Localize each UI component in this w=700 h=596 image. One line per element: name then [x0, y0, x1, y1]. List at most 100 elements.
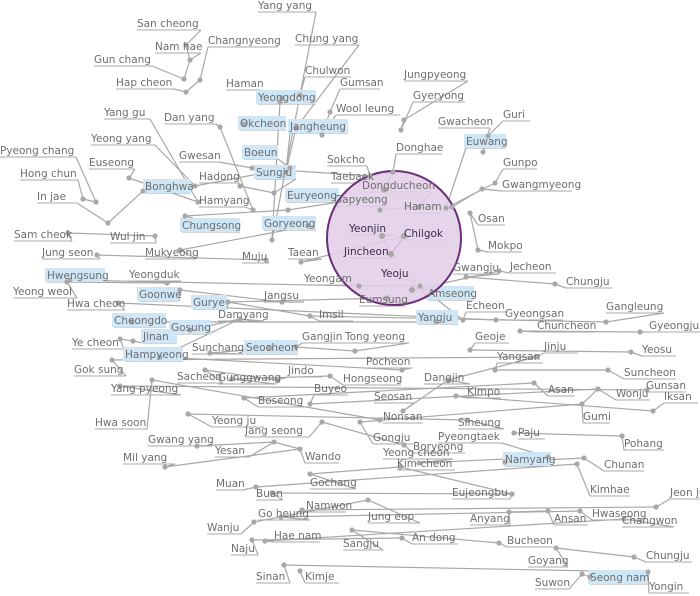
node-label-asan[interactable]: Asan: [548, 384, 574, 396]
node-label-jinju[interactable]: Jinju: [543, 341, 566, 353]
node-label-hwa-cheon[interactable]: Hwa cheon: [67, 298, 125, 310]
node-label-gyeryong[interactable]: Gyeryong: [413, 90, 464, 102]
node-dot-yeong-ju[interactable]: [185, 411, 191, 417]
node-label-chulwon[interactable]: Chulwon: [305, 65, 350, 77]
node-label-dangjin[interactable]: Dangjin: [424, 372, 464, 384]
node-label-taebaek[interactable]: Taebaek: [330, 171, 375, 183]
node-label-guri[interactable]: Guri: [503, 109, 525, 121]
node-label-yeongdong[interactable]: Yeongdong: [257, 92, 316, 104]
node-label-suncheon[interactable]: Suncheon: [624, 367, 676, 379]
node-dot-guri[interactable]: [485, 133, 491, 139]
node-label-gwesan[interactable]: Gwesan: [179, 150, 221, 162]
node-label-boseong[interactable]: Boseong: [258, 395, 303, 407]
node-dot-sacheon[interactable]: [202, 367, 208, 373]
node-dot-seong-nam[interactable]: [587, 574, 593, 580]
node-label-jecheon[interactable]: Jecheon: [509, 261, 552, 273]
node-label-namwon[interactable]: Namwon: [306, 500, 352, 512]
node-label-hwengsung[interactable]: Hwengsung: [47, 270, 109, 282]
node-label-hap-cheon[interactable]: Hap cheon: [116, 77, 172, 89]
node-dot-okcheon[interactable]: [241, 121, 247, 127]
node-label-pocheon[interactable]: Pocheon: [366, 356, 410, 368]
node-dot-changnyeong[interactable]: [197, 77, 203, 83]
node-label-chungsong[interactable]: Chungsong: [182, 220, 241, 232]
node-dot-jangheung[interactable]: [283, 169, 289, 175]
node-dot-gwesan[interactable]: [249, 165, 255, 171]
node-label-suwon[interactable]: Suwon: [535, 577, 570, 589]
node-dot-dan-yang[interactable]: [217, 124, 223, 130]
node-dot-gumsan[interactable]: [327, 109, 333, 115]
node-dot-taean[interactable]: [298, 259, 304, 265]
node-label-okcheon[interactable]: Okcheon: [240, 118, 286, 130]
node-label-hwaseong[interactable]: Hwaseong: [592, 508, 647, 520]
node-label-haman[interactable]: Haman: [226, 78, 264, 90]
node-dot-gurye[interactable]: [225, 299, 231, 305]
node-dot-muan[interactable]: [253, 484, 259, 490]
node-label-sam-cheok[interactable]: Sam cheok: [14, 229, 73, 241]
node-label-kimhae[interactable]: Kimhae: [590, 484, 630, 496]
node-label-seosan[interactable]: Seosan: [374, 391, 412, 403]
node-dot-anyang[interactable]: [506, 509, 512, 515]
node-dot-yeosu[interactable]: [628, 349, 634, 355]
node-dot-wonju[interactable]: [595, 386, 601, 392]
node-label-wando[interactable]: Wando: [305, 451, 341, 463]
node-label-gurye[interactable]: Gurye: [193, 297, 225, 309]
node-label-chunan[interactable]: Chunan: [604, 459, 644, 471]
node-label-yeong-yang[interactable]: Yeong yang: [90, 133, 152, 145]
node-dot-gyeryong[interactable]: [398, 127, 404, 133]
node-dot-san-cheong[interactable]: [183, 42, 189, 48]
node-label-damyang[interactable]: Damyang: [218, 309, 269, 321]
node-label-chuncheon[interactable]: Chuncheon: [537, 320, 596, 332]
node-dot-gyeongsan[interactable]: [493, 317, 499, 323]
node-dot-eumsung[interactable]: [384, 295, 390, 301]
node-dot-hwa-soon[interactable]: [149, 377, 155, 383]
node-label-gunpo[interactable]: Gunpo: [503, 157, 538, 169]
node-label-yang-gu[interactable]: Yang gu: [103, 107, 145, 119]
node-dot-asan[interactable]: [531, 380, 537, 386]
node-label-gwang-yang[interactable]: Gwang yang: [148, 434, 214, 446]
node-label-jangsu[interactable]: Jangsu: [263, 290, 299, 302]
node-dot-nam-hae[interactable]: [187, 57, 193, 63]
node-dot-jindo[interactable]: [274, 377, 280, 383]
node-dot-kim-cheon[interactable]: [397, 464, 403, 470]
node-dot-seosan[interactable]: [400, 408, 406, 414]
node-dot-gochang[interactable]: [307, 471, 313, 477]
node-dot-euwang[interactable]: [443, 205, 449, 211]
node-dot-hamyang[interactable]: [250, 207, 256, 213]
node-label-yangsan[interactable]: Yangsan: [496, 351, 540, 363]
node-dot-gunggwang[interactable]: [229, 376, 235, 382]
node-label-eujeongbu[interactable]: Eujeongbu: [452, 487, 508, 499]
node-label-chung-yang[interactable]: Chung yang: [295, 33, 358, 45]
node-dot-namwon[interactable]: [299, 507, 305, 513]
node-label-kimpo[interactable]: Kimpo: [467, 386, 500, 398]
node-label-yeongam[interactable]: Yeongam: [303, 273, 352, 285]
node-label-imsil[interactable]: Imsil: [319, 309, 344, 321]
node-label-chungju[interactable]: Chungju: [646, 550, 690, 562]
node-dot-bonghwa[interactable]: [140, 188, 146, 194]
node-label-nam-hae[interactable]: Nam hae: [155, 41, 202, 53]
node-dot-iksan[interactable]: [650, 408, 656, 414]
node-dot-hanam[interactable]: [449, 204, 455, 210]
node-dot-yang-pyeong[interactable]: [117, 383, 123, 389]
node-dot-gumi[interactable]: [579, 401, 585, 407]
node-label-yeong-ju[interactable]: Yeong ju: [211, 415, 256, 427]
node-dot-yeong-cheon[interactable]: [416, 460, 422, 466]
node-dot-pohang[interactable]: [619, 433, 625, 439]
node-label-jang-seong[interactable]: Jang seong: [244, 425, 303, 437]
node-dot-nonsan[interactable]: [377, 417, 383, 423]
node-label-mokpo[interactable]: Mokpo: [488, 240, 523, 252]
node-label-hanam[interactable]: Hanam: [404, 201, 442, 213]
node-label-gunsan[interactable]: Gunsan: [646, 380, 686, 392]
node-label-wonju[interactable]: Wonju: [616, 388, 648, 400]
node-label-gumi[interactable]: Gumi: [583, 411, 611, 423]
node-dot-cheongdo[interactable]: [129, 319, 135, 325]
node-dot-yeong-yang[interactable]: [192, 183, 198, 189]
node-label-in-jae[interactable]: In jae: [37, 191, 66, 203]
node-label-geoje[interactable]: Geoje: [475, 331, 505, 343]
node-label-hamyang[interactable]: Hamyang: [199, 195, 250, 207]
node-dot-yangju[interactable]: [433, 319, 439, 325]
node-label-cheongdo[interactable]: Cheongdo: [114, 315, 167, 327]
node-dot-yesan[interactable]: [271, 439, 277, 445]
node-label-gongju[interactable]: Gongju: [373, 432, 410, 444]
node-label-sunchang[interactable]: Sunchang: [192, 342, 244, 354]
node-dot-chunan[interactable]: [581, 455, 587, 461]
